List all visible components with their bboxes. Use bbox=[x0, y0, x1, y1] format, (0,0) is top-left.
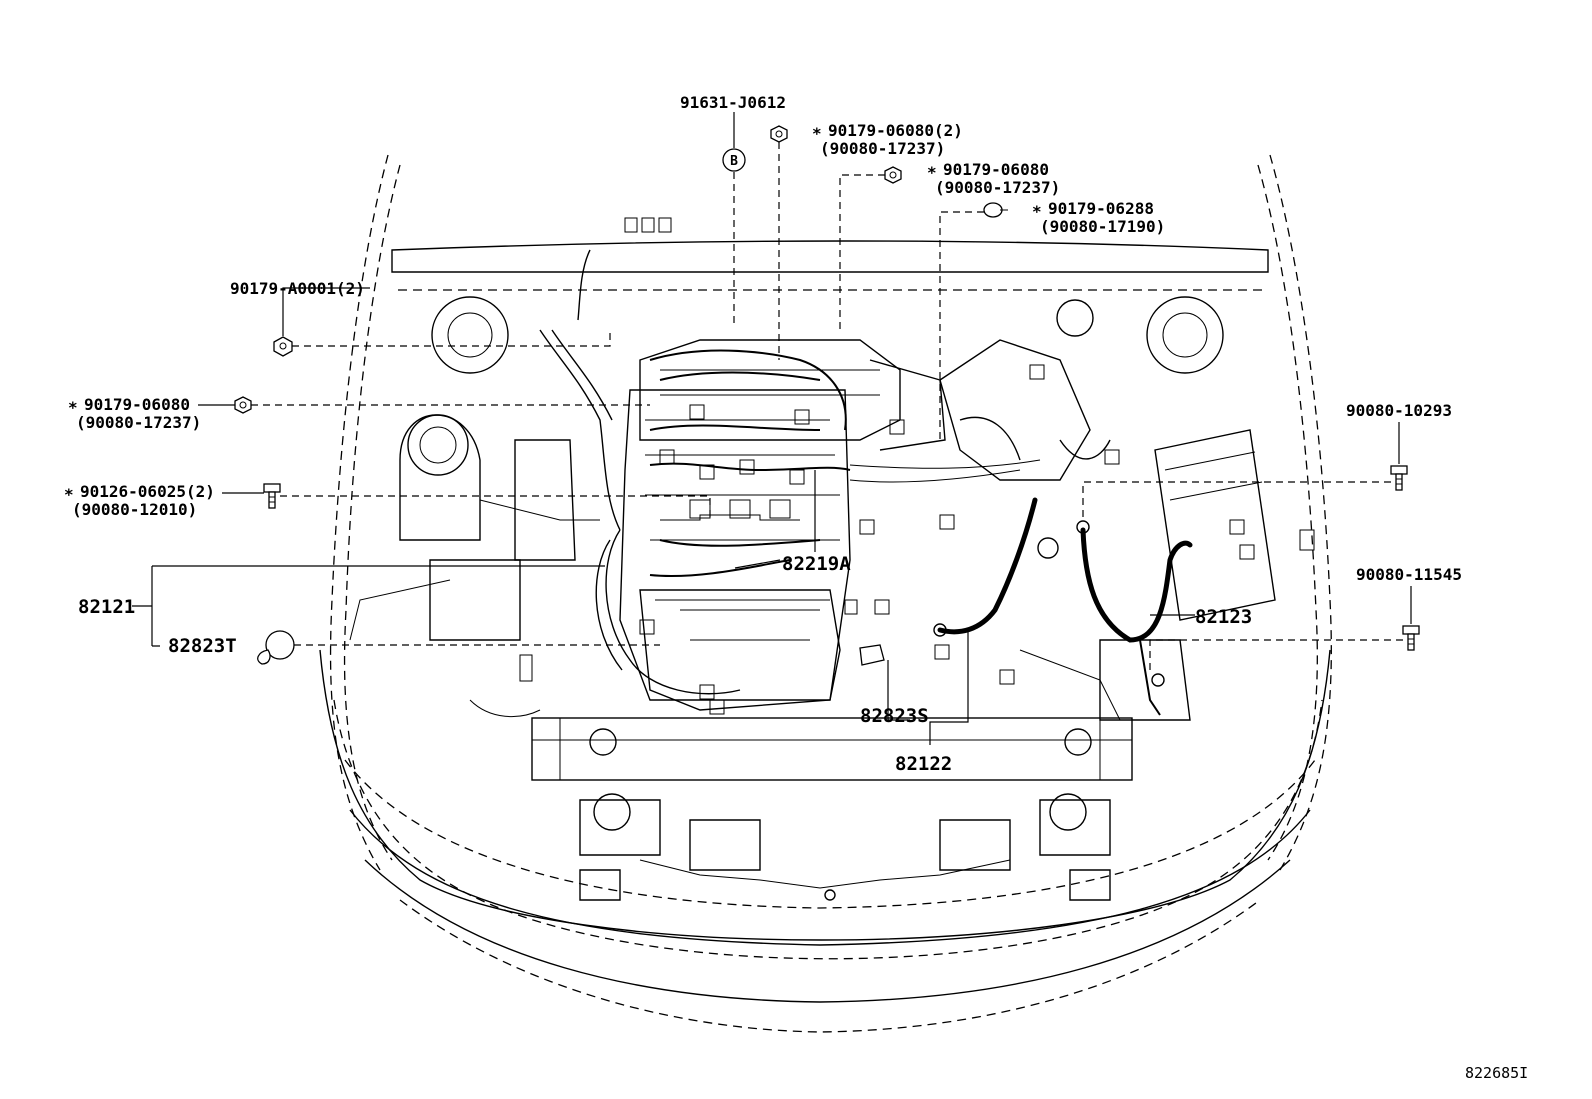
engine-bay-components bbox=[349, 217, 1315, 721]
battery-cable-82122 bbox=[933, 497, 1059, 637]
nut-icon bbox=[770, 125, 788, 143]
grommet-82823s-icon bbox=[859, 644, 885, 666]
callout-90126-06025-2: 90126-06025(2) bbox=[80, 482, 215, 501]
callout-82219a: 82219A bbox=[782, 553, 851, 575]
callout-90179-a0001-2: 90179-A0001(2) bbox=[230, 279, 365, 298]
clamp-b-icon: B bbox=[722, 148, 746, 172]
wire-harness-82121 bbox=[649, 349, 851, 577]
battery-cable-82123 bbox=[1076, 520, 1193, 716]
clamp-b-marker: B bbox=[730, 154, 738, 169]
callout-90179-06080-2: 90179-06080(2) bbox=[828, 121, 963, 140]
callout-90080-10293: 90080-10293 bbox=[1346, 401, 1452, 420]
diagram-id: 822685I bbox=[1465, 1064, 1528, 1082]
callout-82823t: 82823T bbox=[168, 635, 237, 657]
callout-91631-j0612: 91631-J0612 bbox=[680, 93, 786, 112]
callout-90179-06080: 90179-06080 bbox=[943, 160, 1049, 179]
grommet-icon bbox=[983, 202, 1008, 218]
nut-icon bbox=[234, 396, 252, 414]
callout-90179-06288: 90179-06288 bbox=[1048, 199, 1154, 218]
callout-82123: 82123 bbox=[1195, 606, 1252, 628]
vehicle-body-outline bbox=[319, 154, 1332, 1033]
callout-90080-17237: (90080-17237) bbox=[820, 139, 945, 158]
nut-icon bbox=[884, 166, 902, 184]
callout-mark: ∗ bbox=[812, 121, 822, 140]
callout-mark: ∗ bbox=[68, 395, 78, 414]
bolt-icon bbox=[1390, 465, 1408, 491]
callout-82122: 82122 bbox=[895, 753, 952, 775]
bolt-icon bbox=[1402, 625, 1420, 651]
callout-90080-17237: (90080-17237) bbox=[76, 413, 201, 432]
bolt-icon bbox=[263, 483, 281, 509]
grommet-82823t-icon bbox=[257, 630, 295, 665]
leader-lines bbox=[132, 112, 1412, 745]
callout-mark: ∗ bbox=[1032, 199, 1042, 218]
callout-mark: ∗ bbox=[927, 160, 937, 179]
callout-90080-11545: 90080-11545 bbox=[1356, 565, 1462, 584]
callout-90080-12010: (90080-12010) bbox=[72, 500, 197, 519]
nut-icon bbox=[273, 336, 293, 357]
callout-90179-06080: 90179-06080 bbox=[84, 395, 190, 414]
fasteners: B bbox=[234, 125, 1420, 666]
callout-90080-17237: (90080-17237) bbox=[935, 178, 1060, 197]
callout-90080-17190: (90080-17190) bbox=[1040, 217, 1165, 236]
part-callouts: 91631-J0612 ∗ 90179-06080(2) (90080-1723… bbox=[64, 93, 1528, 1082]
callout-mark: ∗ bbox=[64, 482, 74, 501]
callout-82823s: 82823S bbox=[860, 705, 929, 727]
callout-82121: 82121 bbox=[78, 596, 135, 618]
